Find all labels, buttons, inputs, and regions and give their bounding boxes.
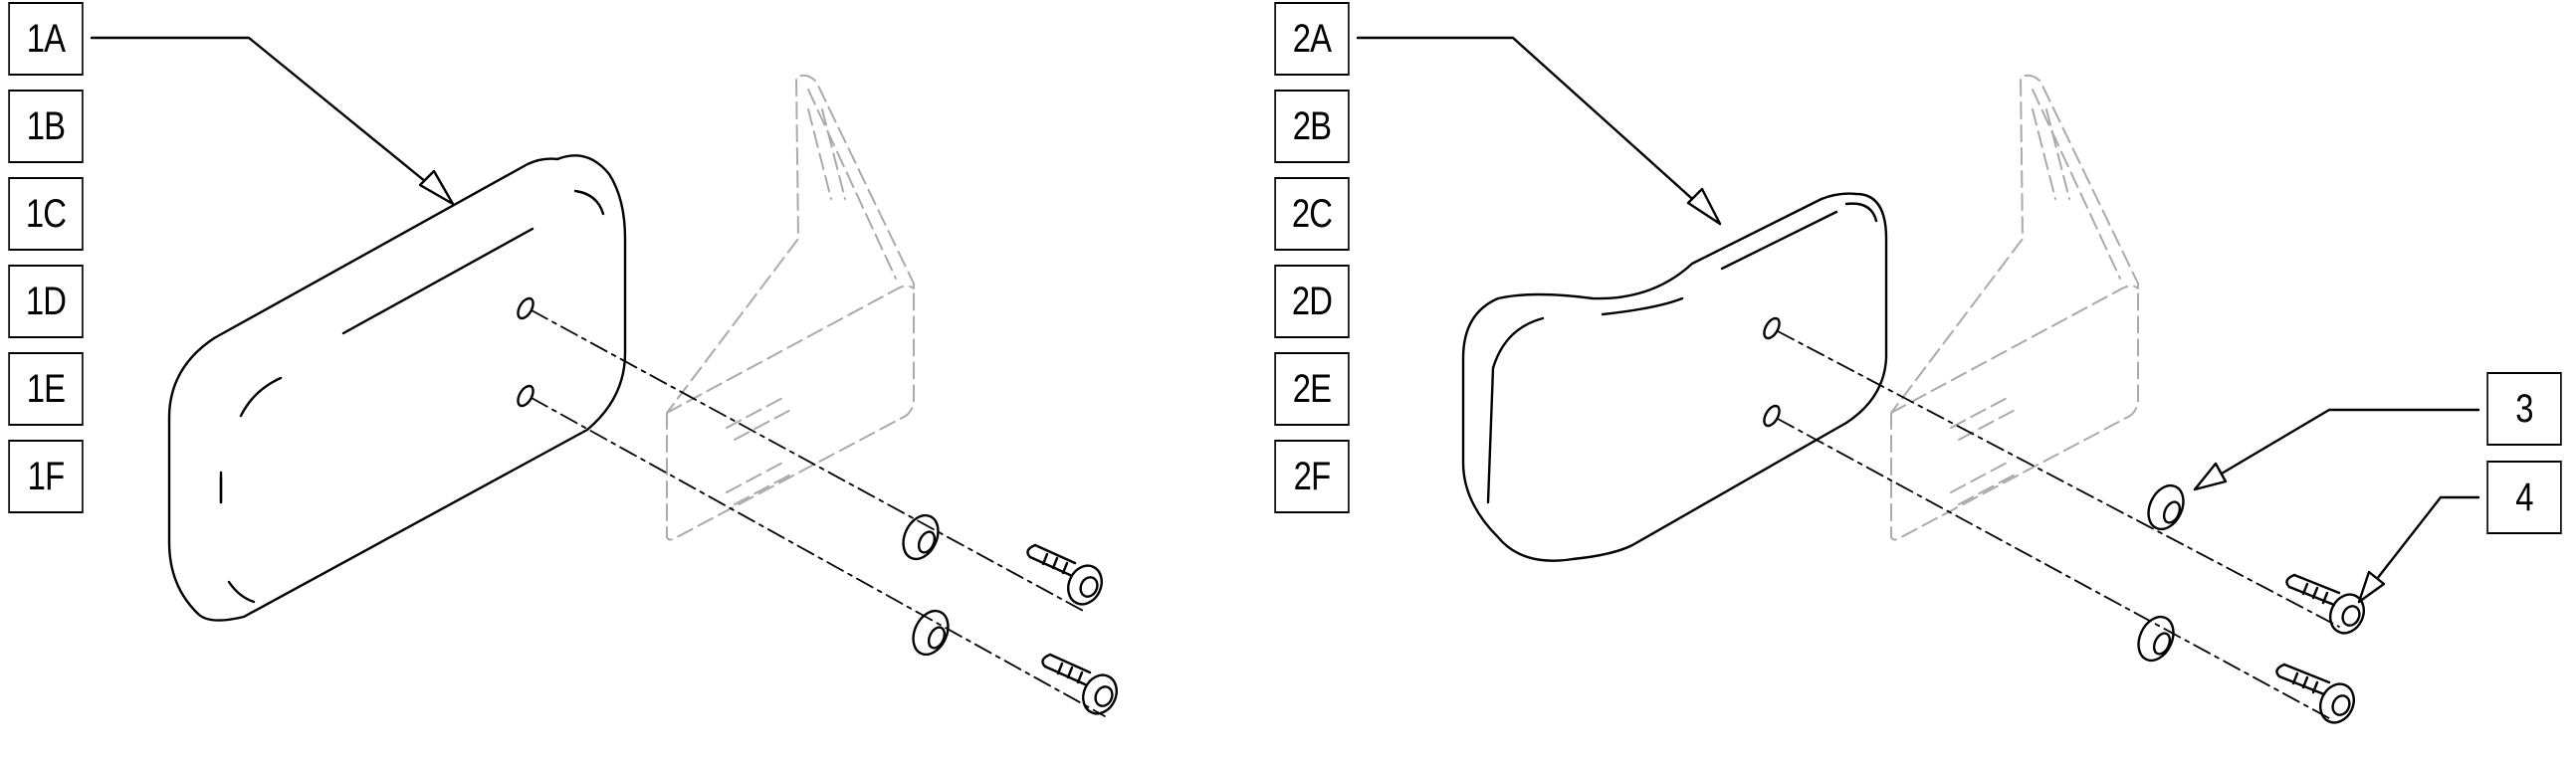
left-screw-upper — [1026, 543, 1103, 606]
left-assembly-centerlines — [531, 309, 1106, 717]
right-screw-upper — [2285, 573, 2365, 635]
left-callout-1c: 1C — [8, 177, 84, 251]
screw-leader — [2357, 495, 2480, 604]
right-pad-leader — [1356, 36, 1722, 226]
right-assembly-centerlines — [1777, 330, 2340, 719]
callout-washer: 3 — [2486, 372, 2562, 446]
washer-leader — [2193, 408, 2480, 491]
right-callout-2e: 2E — [1274, 352, 1350, 426]
left-callout-1a: 1A — [8, 2, 84, 76]
right-washer-upper — [2147, 483, 2185, 531]
left-callout-1b: 1B — [8, 90, 84, 163]
right-callout-2f: 2F — [1274, 440, 1350, 513]
left-screw-lower — [1041, 653, 1118, 715]
right-washer-lower — [2137, 615, 2175, 663]
left-callout-1e: 1E — [8, 352, 84, 426]
left-mounting-bracket — [666, 74, 915, 541]
right-callout-2c: 2C — [1274, 177, 1350, 251]
callout-screw: 4 — [2486, 461, 2562, 534]
left-washer-lower — [912, 609, 950, 657]
left-washer-upper — [902, 513, 940, 561]
right-screw-lower — [2275, 663, 2355, 724]
left-armrest-pad — [167, 154, 627, 622]
right-callout-2a: 2A — [1274, 2, 1350, 76]
left-callout-1d: 1D — [8, 265, 84, 338]
right-mounting-bracket — [1890, 74, 2139, 541]
left-pad-leader — [90, 36, 455, 206]
left-callout-1f: 1F — [8, 440, 84, 513]
right-callout-2d: 2D — [1274, 265, 1350, 338]
right-armrest-pad — [1461, 192, 1888, 562]
right-callout-2b: 2B — [1274, 90, 1350, 163]
